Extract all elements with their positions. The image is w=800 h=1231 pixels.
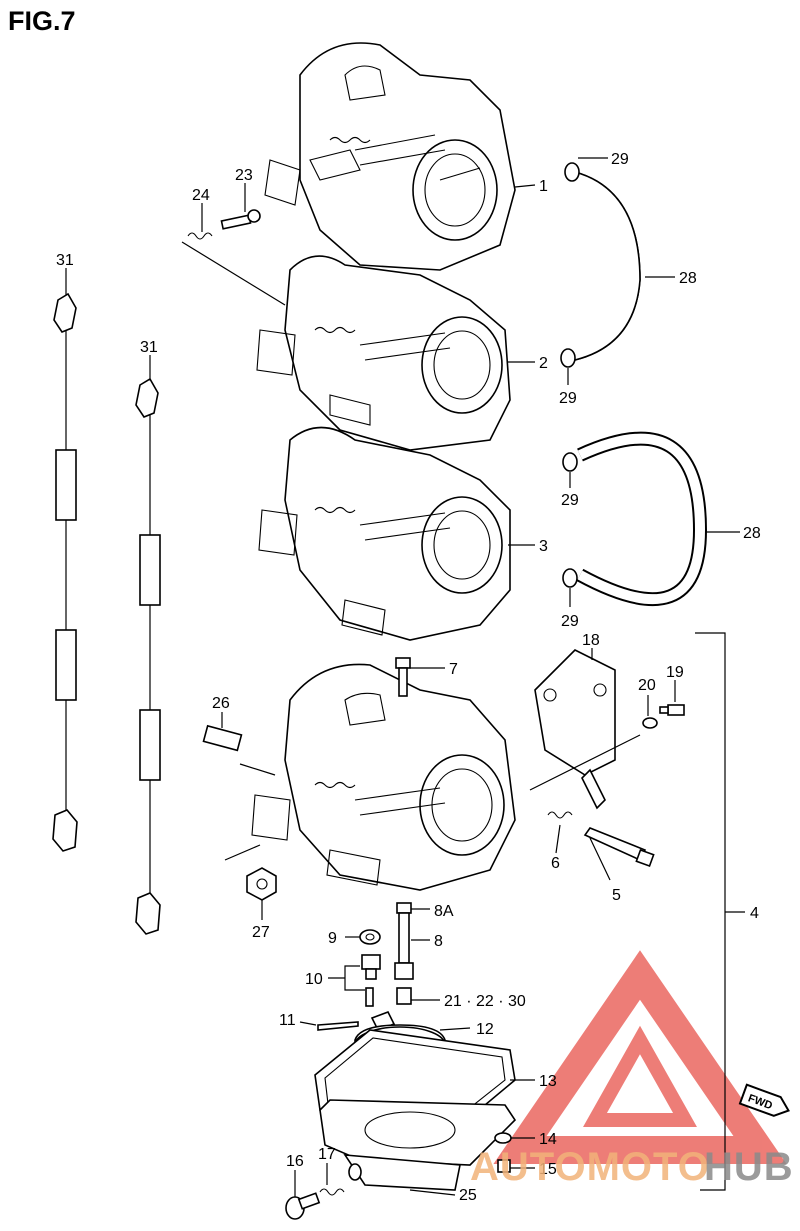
callout-29-a: 29 bbox=[611, 151, 629, 168]
figure-title: FIG.7 bbox=[8, 6, 76, 36]
spring-17 bbox=[319, 1188, 345, 1196]
callout-20: 20 bbox=[638, 677, 656, 694]
callout-1: 1 bbox=[539, 178, 548, 195]
callout-11: 11 bbox=[279, 1012, 296, 1029]
drain-screw-16 bbox=[285, 1192, 321, 1220]
fwd-arrow-icon: FWD bbox=[738, 1083, 790, 1117]
callout-24: 24 bbox=[192, 187, 210, 204]
callout-31-left: 31 bbox=[56, 252, 74, 269]
callout-10: 10 bbox=[305, 971, 323, 988]
svg-text:HUB: HUB bbox=[704, 1145, 794, 1189]
washer-9 bbox=[359, 929, 381, 945]
callout-2: 2 bbox=[539, 355, 548, 372]
carburetor-1 bbox=[264, 42, 516, 271]
clip-29-a bbox=[564, 162, 580, 182]
screw-23 bbox=[220, 209, 261, 230]
watermark bbox=[493, 950, 787, 1164]
carburetor-3 bbox=[258, 426, 511, 641]
callout-12: 12 bbox=[476, 1021, 494, 1038]
callout-29-c: 29 bbox=[561, 492, 579, 509]
callout-7: 7 bbox=[449, 661, 458, 678]
leader-lines bbox=[65, 157, 745, 1197]
callout-9: 9 bbox=[328, 930, 337, 947]
float-pin-11 bbox=[317, 1021, 359, 1031]
link-rod-31-left bbox=[52, 292, 78, 852]
callout-17: 17 bbox=[318, 1146, 336, 1163]
spring-6 bbox=[547, 811, 573, 819]
callout-25: 25 bbox=[459, 1187, 477, 1204]
callout-16: 16 bbox=[286, 1153, 304, 1170]
callout-15: 15 bbox=[539, 1161, 557, 1178]
pilot-screw-7 bbox=[395, 657, 411, 697]
callout-14: 14 bbox=[539, 1131, 557, 1148]
callout-18: 18 bbox=[582, 632, 600, 649]
float-chamber-25 bbox=[319, 1099, 517, 1191]
fuel-pump-cover-18 bbox=[534, 649, 616, 810]
callout-5: 5 bbox=[612, 887, 621, 904]
watermark-text: AUTOMOTO HUB bbox=[470, 1145, 794, 1189]
washer-20 bbox=[642, 717, 658, 729]
callout-29-d: 29 bbox=[561, 613, 579, 630]
callout-19: 19 bbox=[666, 664, 684, 681]
throttle-stop-screw-5 bbox=[583, 827, 655, 868]
callout-8: 8 bbox=[434, 933, 443, 950]
callout-23: 23 bbox=[235, 167, 253, 184]
spring-24 bbox=[187, 232, 213, 240]
callout-28-upper: 28 bbox=[679, 270, 697, 287]
callout-21-22-30: 21 · 22 · 30 bbox=[444, 993, 526, 1010]
callout-29-b: 29 bbox=[559, 390, 577, 407]
callout-3: 3 bbox=[539, 538, 548, 555]
callout-27: 27 bbox=[252, 924, 270, 941]
callout-4: 4 bbox=[750, 905, 759, 922]
callout-31-right: 31 bbox=[140, 339, 158, 356]
nut-27 bbox=[246, 867, 277, 901]
callout-13: 13 bbox=[539, 1073, 557, 1090]
svg-text:AUTOMOTO: AUTOMOTO bbox=[470, 1145, 710, 1189]
clip-29-b bbox=[560, 348, 576, 368]
screw-15 bbox=[497, 1159, 511, 1173]
jet-10 bbox=[361, 954, 381, 1007]
carburetor-2 bbox=[256, 255, 511, 451]
screw-19 bbox=[659, 704, 685, 716]
callout-28-lower: 28 bbox=[743, 525, 761, 542]
clip-29-c bbox=[562, 452, 578, 472]
jet-21-22-30 bbox=[396, 987, 412, 1005]
collar-26 bbox=[202, 724, 243, 752]
callout-6: 6 bbox=[551, 855, 560, 872]
screw-14 bbox=[494, 1132, 512, 1144]
link-rod-31-right bbox=[135, 377, 161, 935]
callout-8a: 8A bbox=[434, 903, 454, 920]
main-nozzle-8 bbox=[394, 902, 414, 980]
callout-26: 26 bbox=[212, 695, 230, 712]
clip-29-d bbox=[562, 568, 578, 588]
carburetor-4 bbox=[251, 663, 516, 891]
